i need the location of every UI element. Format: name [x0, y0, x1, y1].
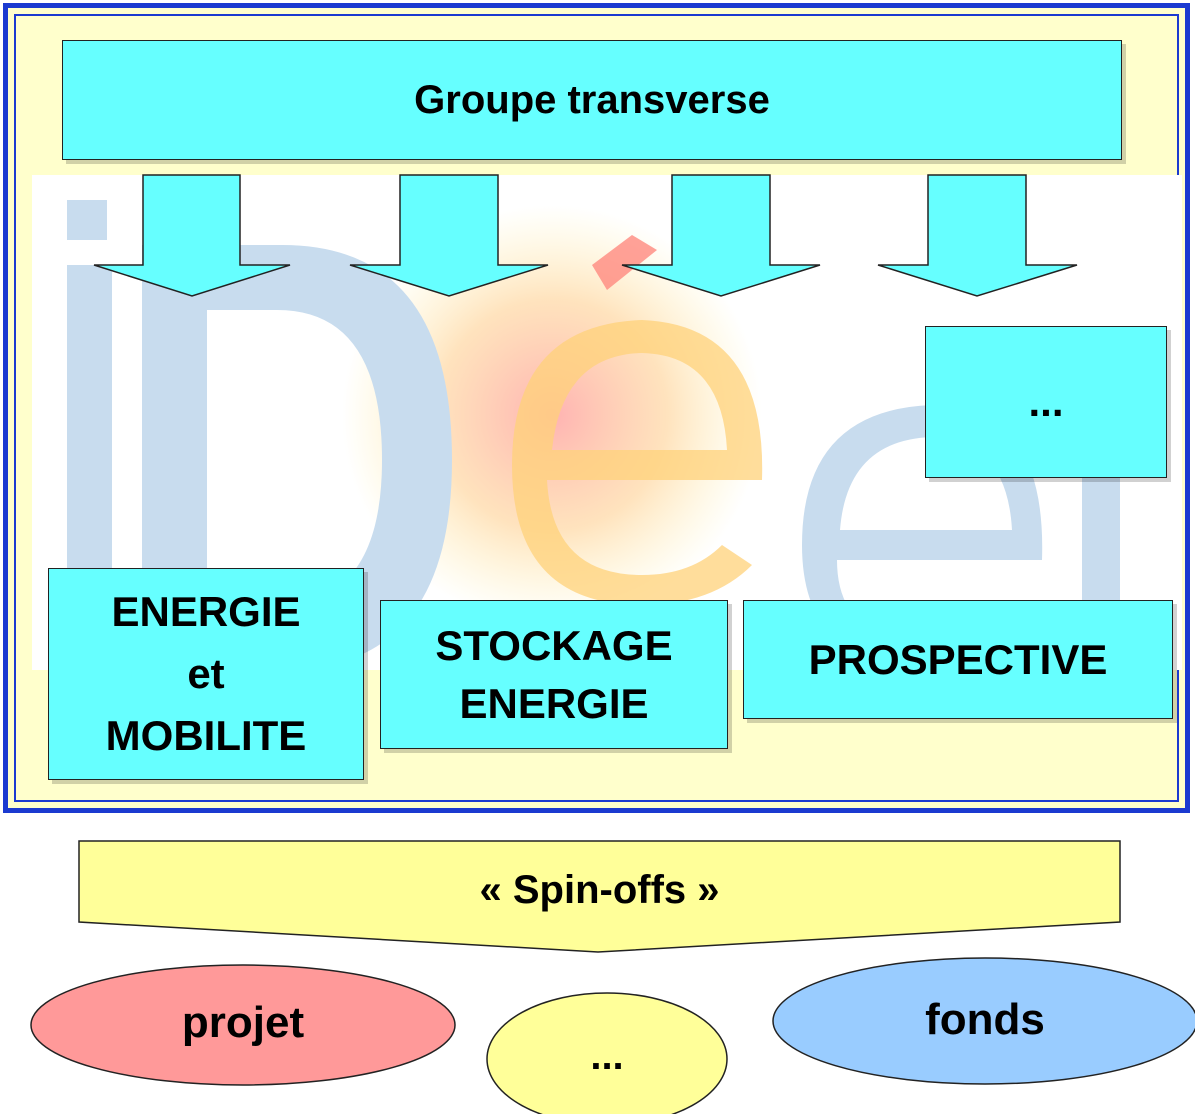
- energie-mobilite-line2: et: [187, 650, 225, 697]
- down-arrow-icon: [349, 174, 549, 297]
- groupe-transverse-box: Groupe transverse: [62, 40, 1122, 160]
- spinoffs-arrow-shape: [78, 840, 1121, 953]
- etc-text: ...: [590, 1034, 624, 1078]
- etc-label: ...: [487, 1034, 727, 1079]
- logo-watermark-icon: [67, 200, 1120, 670]
- projet-label: projet: [31, 998, 455, 1048]
- fonds-text: fonds: [925, 995, 1045, 1044]
- spinoffs-label: « Spin-offs »: [79, 868, 1120, 913]
- down-arrow-icon: [621, 174, 821, 297]
- stockage-line2: ENERGIE: [459, 679, 649, 727]
- spinoffs-text: « Spin-offs »: [479, 868, 720, 912]
- etc-ellipse: [486, 992, 728, 1114]
- energie-mobilite-box: ENERGIE et MOBILITE: [48, 568, 364, 780]
- other-activity-label: ...: [1028, 378, 1064, 425]
- fonds-label: fonds: [773, 995, 1195, 1045]
- down-arrow-icon: [877, 174, 1078, 297]
- groupe-transverse-label: Groupe transverse: [414, 77, 770, 122]
- fonds-ellipse: [772, 957, 1195, 1085]
- energie-mobilite-line3: MOBILITE: [105, 712, 307, 759]
- other-activity-box: ...: [925, 326, 1167, 478]
- down-arrow-icon: [93, 174, 291, 297]
- projet-ellipse: [30, 964, 456, 1086]
- energie-mobilite-line1: ENERGIE: [111, 588, 301, 635]
- stockage-energie-box: STOCKAGE ENERGIE: [380, 600, 728, 749]
- projet-text: projet: [181, 998, 305, 1047]
- prospective-box: PROSPECTIVE: [743, 600, 1173, 719]
- stockage-line1: STOCKAGE: [435, 621, 673, 669]
- prospective-label: PROSPECTIVE: [808, 635, 1108, 683]
